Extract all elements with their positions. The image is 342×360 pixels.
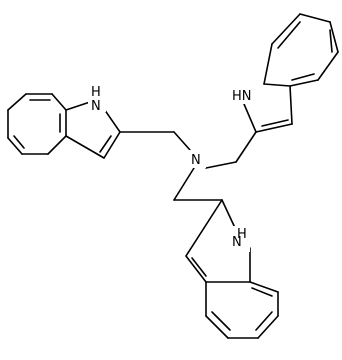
bond xyxy=(51,93,67,111)
bond xyxy=(7,137,23,155)
bottom-n-label: N xyxy=(232,235,242,250)
bond xyxy=(255,311,273,331)
bond xyxy=(65,135,105,159)
bond xyxy=(261,119,289,127)
bond xyxy=(185,199,223,257)
bond xyxy=(235,131,257,163)
left-h-label: H xyxy=(91,85,101,100)
left-n-label: N xyxy=(91,99,101,114)
bond xyxy=(289,85,293,125)
bottom-h-label: H xyxy=(237,227,247,242)
indole-left xyxy=(7,93,191,159)
bond xyxy=(211,311,231,331)
bond xyxy=(329,21,339,53)
bond xyxy=(257,315,279,339)
bond xyxy=(191,257,207,277)
label-bg xyxy=(232,226,250,252)
bond xyxy=(7,93,27,111)
bond xyxy=(99,135,112,153)
bond xyxy=(173,167,195,201)
bond xyxy=(103,131,121,159)
bond xyxy=(173,131,191,151)
indole-bottom xyxy=(173,199,279,339)
bond xyxy=(13,135,25,149)
bond xyxy=(185,255,207,283)
bond xyxy=(317,51,339,81)
bond xyxy=(263,83,291,87)
bond xyxy=(249,281,279,293)
label-bg xyxy=(188,150,206,168)
bond xyxy=(291,73,315,81)
bond xyxy=(289,79,319,87)
central-n-label: N xyxy=(191,153,201,168)
bond xyxy=(263,43,273,85)
bond xyxy=(255,123,293,133)
label-bg xyxy=(88,86,106,112)
bond xyxy=(65,101,91,111)
bond xyxy=(251,287,273,297)
bond xyxy=(205,315,229,339)
atom-labels: H N N HN H N xyxy=(88,85,258,252)
bond xyxy=(277,21,301,49)
bond xyxy=(329,29,333,53)
bond xyxy=(243,103,257,133)
bond xyxy=(205,161,237,169)
bond xyxy=(221,199,237,231)
label-bg xyxy=(232,86,258,104)
top-nh-label: HN xyxy=(232,89,252,104)
bond xyxy=(47,135,67,155)
indole-top xyxy=(235,13,339,163)
bond xyxy=(271,13,301,45)
central-bonds xyxy=(173,161,237,201)
bond xyxy=(299,13,331,23)
